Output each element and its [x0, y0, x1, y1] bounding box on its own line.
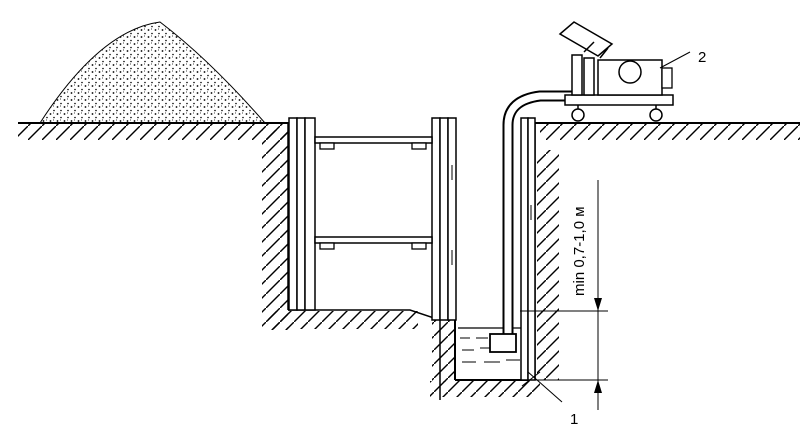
pump-unit — [558, 21, 674, 122]
trench-wall-right-hatch — [537, 150, 559, 380]
right-sheeting — [431, 117, 457, 321]
upper-strut — [314, 136, 433, 150]
depth-dimension — [520, 180, 608, 410]
pump-unit-label: 2 — [698, 49, 706, 66]
submersible-pump-label: 1 — [570, 411, 578, 428]
ground-right — [535, 122, 800, 140]
ground-left — [18, 122, 290, 140]
trench-wall-left-hatch — [262, 130, 288, 330]
lower-strut — [314, 236, 433, 250]
left-sheeting — [288, 117, 316, 311]
sump-pit — [430, 320, 540, 397]
min-depth-label: min 0,7-1,0 м — [571, 206, 588, 296]
soil-pile — [39, 21, 267, 124]
submersible-pump — [489, 333, 517, 353]
pump-unit-leader — [659, 51, 691, 69]
sump-sheeting — [520, 117, 536, 381]
